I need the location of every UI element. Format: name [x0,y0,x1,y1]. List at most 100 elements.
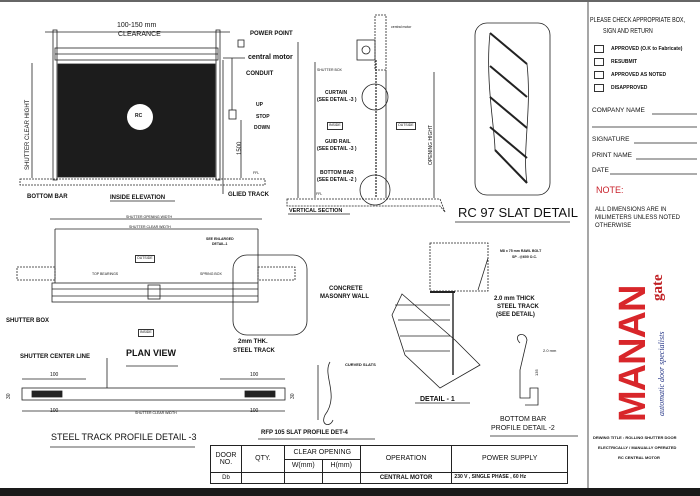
bolt-1: M8 x 75 mm RAWL BOLT [500,249,542,253]
curtain-label: CURTAIN [325,90,348,96]
height-1500: 1500 [237,141,243,155]
wall-1: CONCRETE [329,286,363,292]
cell-operation: CENTRAL MOTOR [359,472,453,484]
section-bottom-bar: BOTTOM BAR [320,170,354,176]
opening-width-label: SHUTTER OPENING WIDTH [126,215,173,219]
dim-30-right: 30 [290,393,296,399]
see-detail-2: DETAIL-1 [212,242,228,246]
bottom-bar-label: BOTTOM BAR [27,194,68,200]
section-motor-label: central motor [391,25,412,29]
bottom-bar-height: 135 [534,369,539,376]
bb-title-1: BOTTOM BAR [500,416,547,423]
track-clear-width: SHUTTER CLEAR WIDTH [135,411,177,415]
note-line-2: MILIMETERS UNLESS NOTED [595,215,681,221]
th-door-no: DOOR NO. [210,445,242,473]
section-inside: INSIDE [327,122,343,130]
see-detail-1: SEE ENLARGED [206,237,234,241]
logo-brand: MANAN [612,285,654,422]
clear-height-label: SHUTTER CLEAR HIGHT [25,99,31,170]
detail1-title: DETAIL - 1 [420,396,455,403]
spring-box-label: SPRING BOX [200,272,222,276]
center-line-label: SHUTTER CENTER LINE [20,354,91,360]
guide-rail-ref: (SEE DETAIL -3 ) [317,146,357,152]
clearance-label: CLEARANCE [118,31,161,38]
note-label: NOTE: [596,185,624,195]
stop-label: STOP [256,114,270,120]
clear-width-label: SHUTTER CLEAR WIDTH [129,225,171,229]
th-w: W(mm) [283,459,323,473]
track-profile-title: STEEL TRACK PROFILE DETAIL -3 [51,432,197,442]
section-bottom-bar-ref: (SEE DETAIL -2 ) [317,177,357,183]
company-name-label: COMPANY NAME [592,107,645,114]
dim-30-left: 30 [6,393,12,399]
ffl-label: FFL [253,171,260,175]
steel-track-2: STEEL TRACK [233,348,275,354]
guide-track-label: GLIED TRACK [228,192,269,198]
power-point-label: POWER POINT [250,31,293,37]
guide-rail-label: GUID RAIL [325,139,351,145]
cell-qty [240,472,285,484]
clearance-dim: 100-150 mm [117,22,157,29]
slat-profile-title: RFP 105 SLAT PROFILE DET-4 [261,430,348,436]
table-row: Db CENTRAL MOTOR 230 V , SINGLE PHASE , … [210,472,568,484]
approval-heading-1: PLEASE CHECK APPROPRIATE BOX, [590,15,686,24]
approval-heading-2: SIGN AND RETURN [603,26,653,35]
section-shutter-box: SHUTTER BOX [317,68,342,72]
bb-title-2: PROFILE DETAIL -2 [491,425,555,432]
track-thick-3: (SEE DETAIL) [496,312,535,318]
option-approved: APPROVED (O.K to Fabricate) [611,46,683,52]
signature-label: SIGNATURE [592,136,630,143]
curtain-ref: (SEE DETAIL -3 ) [317,97,357,103]
plan-inside: INSIDE [138,329,154,337]
right-post [215,29,221,181]
option-approved-as-noted: APPROVED AS NOTED [611,72,667,78]
checkbox-disapproved[interactable] [594,84,604,92]
steel-track-1: 2mm THK. [238,339,268,345]
note-line-3: OTHERWISE [595,223,632,229]
door-schedule-table: DOOR NO. QTY. CLEAR OPENING OPERATION PO… [210,445,568,484]
top-rail-label: TOP BEARINGS [92,272,119,276]
elevation-title: INSIDE ELEVATION [110,195,166,201]
option-disapproved: DISAPPROVED [611,85,648,91]
central-motor-label: central motor [248,54,293,61]
checkbox-resubmit[interactable] [594,58,604,66]
down-label: DOWN [254,125,270,131]
up-label: UP [256,102,263,108]
th-operation: OPERATION [359,445,453,473]
bottom-bar-thickness: 2.0 mm [543,348,557,353]
print-name-label: PRINT NAME [592,152,632,159]
logo-suffix: gate [650,274,666,301]
plan-shutter-box: SHUTTER BOX [6,318,50,324]
left-post [52,29,58,181]
cell-power: 230 V , SINGLE PHASE , 60 Hz [451,472,568,484]
track-thick-1: 2.0 mm THICK [494,296,535,302]
rc-circle [127,104,153,130]
wall-2: MASONRY WALL [320,294,369,300]
logo-tagline: automatic door specialists [657,331,666,416]
cell-h [321,472,361,484]
dim-100-bl: 100 [50,408,59,414]
rc-label: RC [135,113,143,119]
drawing-title-1: DRWING TITLE : ROLLING SHUTTER DOOR [593,435,677,440]
plan-outside: OUTSIDE [135,255,155,263]
checkbox-approved[interactable] [594,45,604,53]
cell-door-no: Db [210,472,242,484]
drawing-title-2: ELECTRICALLY / MANUALLY OPERATED [598,445,677,450]
plan-title: PLAN VIEW [126,348,177,358]
th-qty: QTY. [240,445,285,473]
track-thick-2: STEEL TRACK [497,304,539,310]
th-h: H(mm) [321,459,361,473]
section-ffl: FFL [316,192,323,196]
drawing-title-3: RC CENTRAL MOTOR [618,455,660,460]
th-clear-opening: CLEAR OPENING [283,445,361,460]
dim-100-br: 100 [250,408,259,414]
conduit-label: CONDUIT [246,71,274,77]
curved-slats-label: CURVED SLATS [345,362,376,367]
checkbox-approved-as-noted[interactable] [594,71,604,79]
option-resubmit: RESUBMIT [611,59,638,65]
note-line-1: ALL DIMENSIONS ARE IN [595,207,667,213]
th-power: POWER SUPPLY [451,445,568,473]
slat-detail-title: RC 97 SLAT DETAIL [458,205,578,220]
opening-height-label: OPENING HIGHT [428,124,434,165]
